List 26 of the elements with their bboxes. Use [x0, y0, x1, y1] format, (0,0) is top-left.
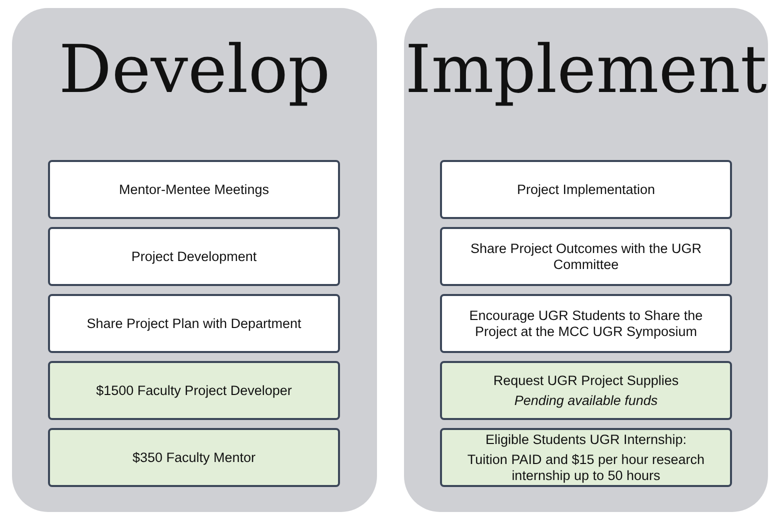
panel-heading: Develop: [58, 30, 332, 110]
step-box: [440, 428, 732, 487]
step-box: [440, 361, 732, 420]
step-text: Project Implementation: [516, 182, 656, 198]
step-box: [48, 294, 340, 353]
step-text: Request UGR Project Supplies: [493, 372, 679, 388]
step-box: [48, 227, 340, 286]
panel-card: [404, 8, 768, 512]
step-text: Mentor-Mentee Meetings: [118, 182, 270, 198]
step-box: [440, 294, 732, 353]
step-box: [48, 361, 340, 420]
step-text: Project Development: [131, 248, 257, 264]
step-box: [48, 428, 340, 487]
step-note: Pending available funds: [514, 392, 658, 408]
step-box: [440, 227, 732, 286]
step-box: [48, 160, 340, 219]
step-text: Share Project Outcomes with the UGR Committee: [469, 240, 703, 272]
step-box: [440, 160, 732, 219]
step-text: Share Project Plan with Department: [86, 316, 302, 332]
step-note: Tuition PAID and $15 per hour research internship up to 50 hours: [466, 452, 706, 484]
step-text: $350 Faculty Mentor: [132, 450, 256, 466]
step-text: Encourage UGR Students to Share the Project at the MCC UGR Symposium: [468, 308, 704, 340]
step-text: $1500 Faculty Project Developer: [96, 382, 292, 398]
panel-card: [12, 8, 377, 512]
step-text: Eligible Students UGR Internship:: [485, 432, 687, 448]
panel-heading: Implement: [404, 30, 768, 110]
